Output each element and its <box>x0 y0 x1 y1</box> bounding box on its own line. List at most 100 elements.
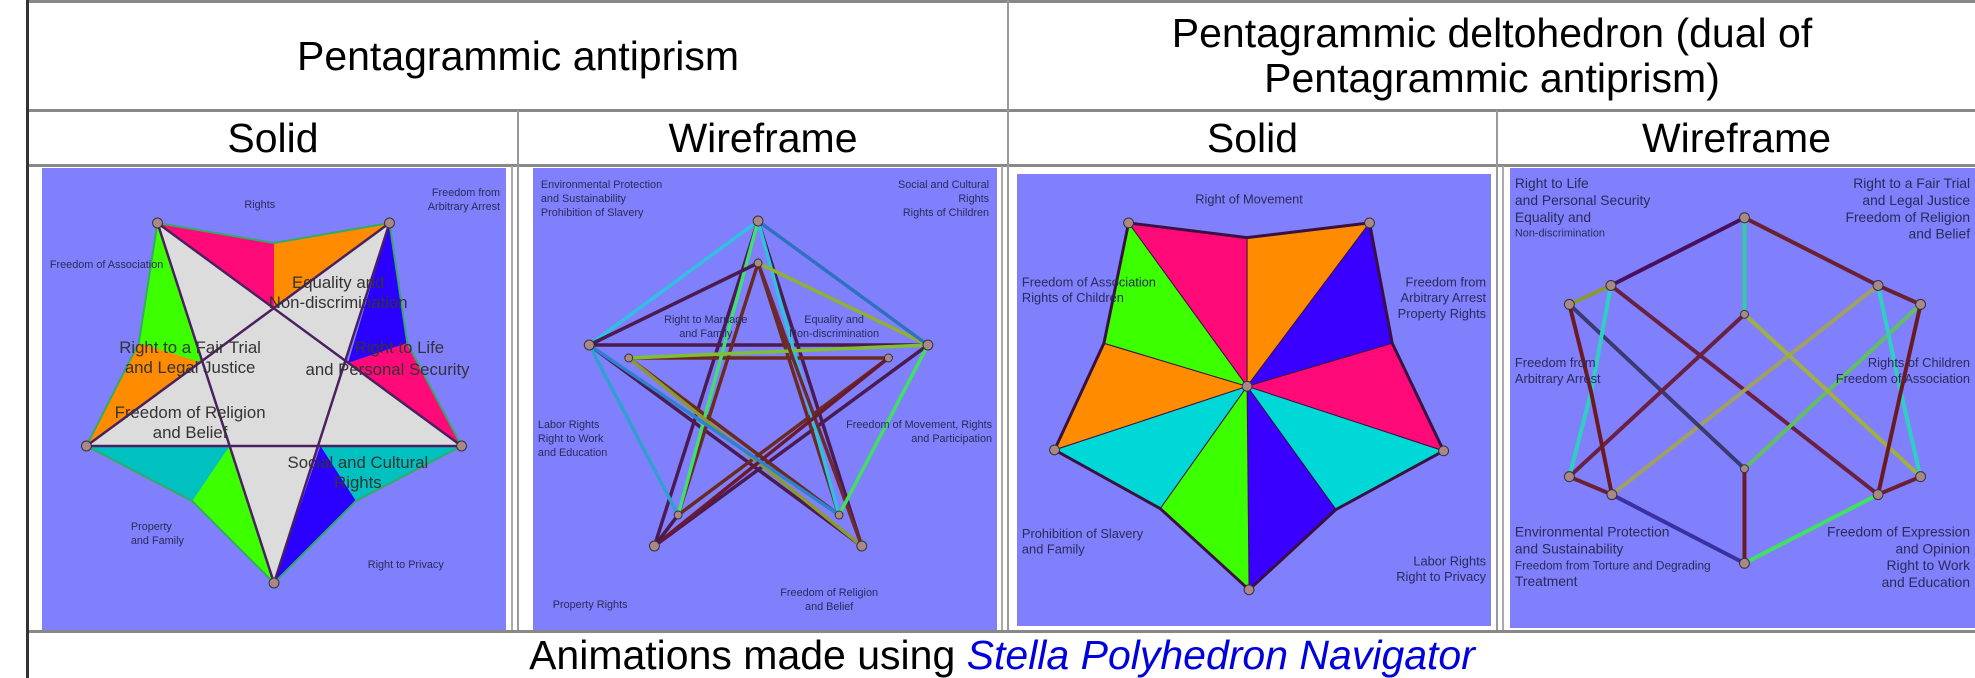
vertex-markers <box>1563 212 1927 569</box>
subheader-wireframe: Wireframe <box>1498 112 1975 164</box>
face-label: and Opinion <box>1895 540 1970 556</box>
face-label: Right to a Fair Trial <box>1853 175 1970 191</box>
face-label: and Family <box>1022 542 1085 557</box>
row-divider <box>29 164 1975 167</box>
caption-text: Animations made using <box>529 632 967 678</box>
antiprism-solid-image: Equality and Non-discrimination Right to… <box>50 187 500 589</box>
edge-label: Property Rights <box>553 599 628 611</box>
face-label: Environmental Protection <box>1515 523 1670 539</box>
face-label: Freedom from <box>1406 275 1487 290</box>
face-label: Rights <box>334 473 382 492</box>
face-label: Right to Privacy <box>368 559 445 571</box>
wireframe-edges <box>1567 215 1923 566</box>
face-label: Right to Work <box>1887 557 1971 573</box>
face-label: Rights of Children <box>1022 290 1124 305</box>
wireframe-edges <box>583 215 934 551</box>
header-title-line2: Pentagrammic antiprism) <box>1264 55 1720 101</box>
edge-label: Freedom of Religion <box>780 587 878 599</box>
subheader-solid: Solid <box>1009 112 1496 164</box>
edge-label: Labor Rights <box>538 419 600 431</box>
row-divider <box>29 630 1975 633</box>
subheader-label: Solid <box>1206 114 1299 161</box>
column-divider <box>1007 0 1009 630</box>
face-label: Equality and <box>1515 209 1591 225</box>
header-title-line1: Pentagrammic deltohedron (dual of <box>1171 10 1813 56</box>
face-label: and Personal Security <box>306 360 471 379</box>
face-label: Right to Life <box>355 338 444 357</box>
colored-faces <box>1053 221 1445 591</box>
face-label: Social and Cultural <box>288 453 429 472</box>
face-label: Right to a Fair Trial <box>119 338 261 357</box>
column-divider <box>517 110 519 630</box>
face-label: Freedom of Religion <box>115 403 266 422</box>
face-label: Prohibition of Slavery <box>1022 526 1144 541</box>
antiprism-wireframe-animation: Environmental Protection and Sustainabil… <box>533 168 997 630</box>
face-label: Right to Life <box>1515 175 1589 191</box>
edge-label: Right to Marriage <box>664 314 747 326</box>
face-label: and Family <box>131 535 185 547</box>
deltohedron-solid-image: Right of Movement Freedom of Association… <box>1022 191 1487 596</box>
edge-label: Right to Work <box>538 433 604 445</box>
stella-polyhedron-navigator-link[interactable]: Stella Polyhedron Navigator <box>966 632 1475 678</box>
face-label: Rights of Children <box>1868 355 1970 370</box>
edge-label: Rights of Children <box>903 207 989 219</box>
header-pentagrammic-deltohedron: Pentagrammic deltohedron (dual of Pentag… <box>1009 3 1975 109</box>
face-label: Equality and <box>292 273 384 292</box>
edge-label: Non-discrimination <box>789 328 879 340</box>
column-divider <box>511 166 513 630</box>
edge-label: and Education <box>538 447 607 459</box>
subheader-label: Wireframe <box>1641 114 1832 161</box>
table-left-border <box>26 0 29 678</box>
caption: Animations made using Stella Polyhedron … <box>29 633 1975 678</box>
subheader-solid: Solid <box>29 112 517 164</box>
vertex-markers <box>1049 217 1450 596</box>
face-label: Right of Movement <box>1195 191 1303 206</box>
edge-label: and Family <box>679 328 733 340</box>
face-label: Freedom from <box>1515 355 1596 370</box>
face-label: Property <box>131 521 173 533</box>
face-label: Arbitrary Arrest <box>1401 290 1487 305</box>
face-label: and Legal Justice <box>1862 192 1970 208</box>
face-label: Non-discrimination <box>1515 228 1605 240</box>
face-label: Freedom from <box>432 187 500 199</box>
header-pentagrammic-antiprism: Pentagrammic antiprism <box>29 3 1007 109</box>
pentagram-face <box>82 219 466 588</box>
deltohedron-wireframe-image: Right to Life and Personal Security Equa… <box>1515 175 1971 590</box>
subheader-wireframe: Wireframe <box>519 112 1007 164</box>
face-label: Labor Rights <box>1413 553 1486 568</box>
edge-label: Equality and <box>804 314 864 326</box>
deltohedron-solid-animation: Right of Movement Freedom of Association… <box>1017 174 1491 626</box>
face-label: Arbitrary Arrest <box>428 201 500 213</box>
face-label: Freedom of Association <box>50 259 163 271</box>
face-label: Freedom of Association <box>1836 371 1970 386</box>
row-divider <box>29 109 1975 112</box>
vertex-markers <box>80 217 468 589</box>
column-divider <box>1496 110 1498 630</box>
vertex-markers <box>583 215 934 552</box>
antiprism-solid-animation: Equality and Non-discrimination Right to… <box>42 168 506 630</box>
edge-label: Social and Cultural <box>898 179 989 191</box>
edge-label: and Sustainability <box>541 193 627 205</box>
face-label: Freedom of Religion <box>1846 209 1971 225</box>
face-label: and Legal Justice <box>125 358 255 377</box>
face-label: and Belief <box>153 423 228 442</box>
edge-label: Prohibition of Slavery <box>541 207 644 219</box>
column-divider <box>1001 166 1003 630</box>
edge-label: Freedom of Movement, Rights <box>846 419 992 431</box>
face-label: Arbitrary Arrest <box>1515 371 1601 386</box>
subheader-label: Wireframe <box>668 114 858 161</box>
deltohedron-wireframe-animation: Right to Life and Personal Security Equa… <box>1510 168 1975 628</box>
subheader-label: Solid <box>227 114 319 161</box>
face-label: and Education <box>1882 574 1970 590</box>
edge-label: and Participation <box>911 433 992 445</box>
table-top-border <box>27 0 1975 3</box>
face-label: and Sustainability <box>1515 540 1623 556</box>
header-title: Pentagrammic antiprism <box>296 32 740 79</box>
face-label: and Belief <box>1909 226 1971 242</box>
face-label: and Personal Security <box>1515 192 1650 208</box>
edge-label: Environmental Protection <box>541 179 662 191</box>
face-label: Rights <box>244 199 275 211</box>
face-label: Right to Privacy <box>1396 569 1486 584</box>
face-label: Freedom of Association <box>1022 275 1156 290</box>
face-label: Freedom from Torture and Degrading <box>1515 558 1711 572</box>
